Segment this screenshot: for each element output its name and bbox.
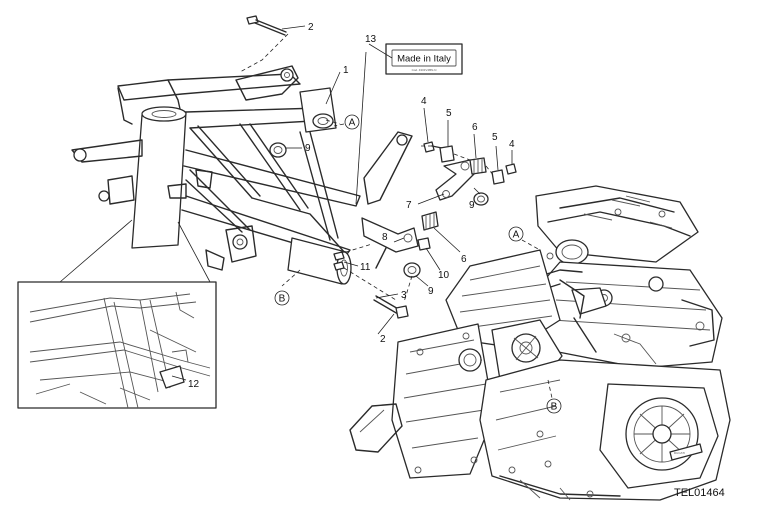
view-ref-b-engine: B [546,379,562,414]
callout-12: 12 [188,379,200,390]
assembly-lines [239,33,495,303]
trellis-frame [71,65,413,285]
svg-text:A: A [513,230,520,241]
label-text: Made in Italy [397,54,451,65]
view-ref-a-frame: A [333,114,360,130]
engine: DUCATI [349,185,731,501]
made-in-italy-label: Made in Italy Cod. 4301V4BN-N [385,43,463,75]
svg-text:DUCATI: DUCATI [674,451,685,455]
detail-inset [17,219,217,409]
callout-4-left: 4 [421,96,427,107]
view-references: A A B B [274,114,562,414]
svg-text:B: B [279,294,286,305]
callout-9-right: 9 [469,200,475,211]
callout-5-left: 5 [446,108,452,119]
callout-1: 1 [343,65,349,76]
label-small-text: Cod. 4301V4BN-N [412,68,437,72]
mount-hardware [246,15,517,319]
callout-4-right: 4 [509,139,515,150]
callout-6-upper: 6 [472,122,478,133]
callout-9-upper: 9 [305,143,311,154]
svg-text:B: B [551,402,558,413]
callout-9-lower: 9 [428,286,434,297]
callout-13: 13 [365,34,377,45]
callout-5-right: 5 [492,132,498,143]
drawing-code: TEL01464 [674,487,725,499]
callout-numbers: 1 2 2 3 4 4 5 5 6 6 7 8 9 9 9 10 11 12 1… [188,22,515,390]
callout-3: 3 [401,290,407,301]
callout-6-lower: 6 [461,254,467,265]
callout-2-bottom: 2 [380,334,386,345]
callout-11: 11 [360,262,371,273]
callout-7: 7 [406,200,412,211]
callout-10: 10 [438,270,450,281]
callout-8: 8 [382,232,388,243]
view-ref-b-frame: B [274,290,290,306]
view-ref-a-engine: A [508,226,541,251]
leader-lines [171,25,513,381]
svg-text:A: A [349,118,356,129]
callout-2-top: 2 [308,22,314,33]
